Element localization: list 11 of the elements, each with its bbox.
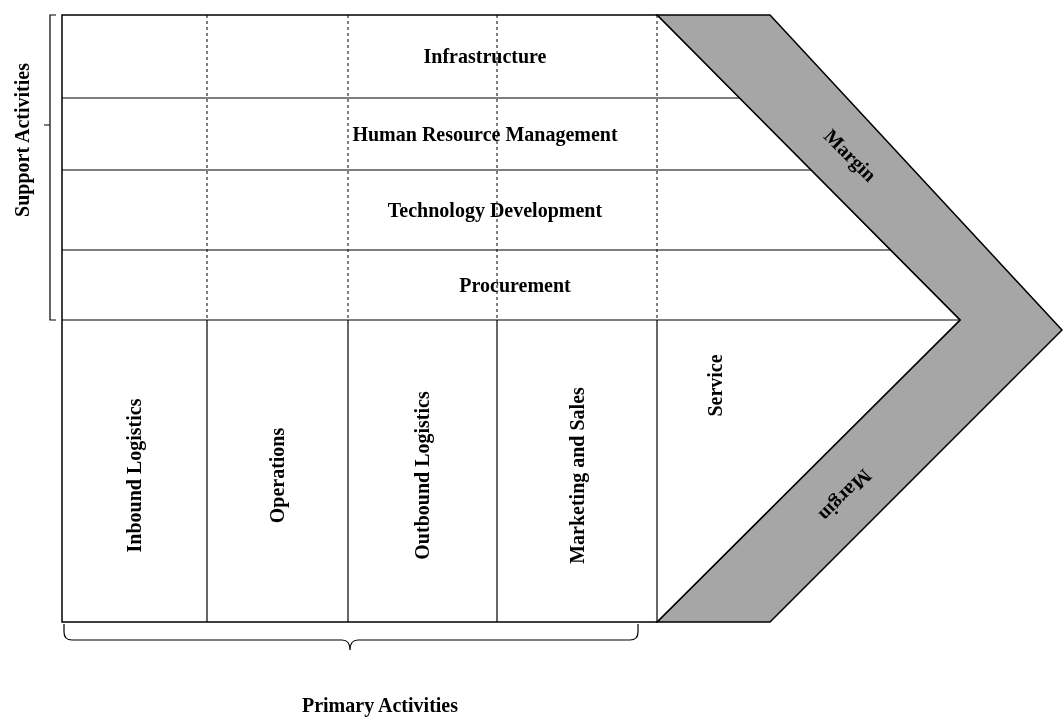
- activity-label: Inbound Logistics: [123, 398, 146, 552]
- activity-label: Technology Development: [387, 198, 603, 222]
- activity-label: Marketing and Sales: [565, 386, 589, 564]
- activity-label: Human Resource Management: [352, 122, 618, 146]
- activity-label: Outbound Logistics: [411, 390, 434, 560]
- activity-label: Infrastructure: [423, 45, 547, 68]
- activity-label: Operations: [266, 427, 289, 523]
- group-label: Support Activities: [10, 63, 34, 217]
- activity-label: Procurement: [459, 273, 571, 297]
- activity-label: Service: [703, 353, 727, 417]
- group-label: Primary Activities: [301, 693, 459, 717]
